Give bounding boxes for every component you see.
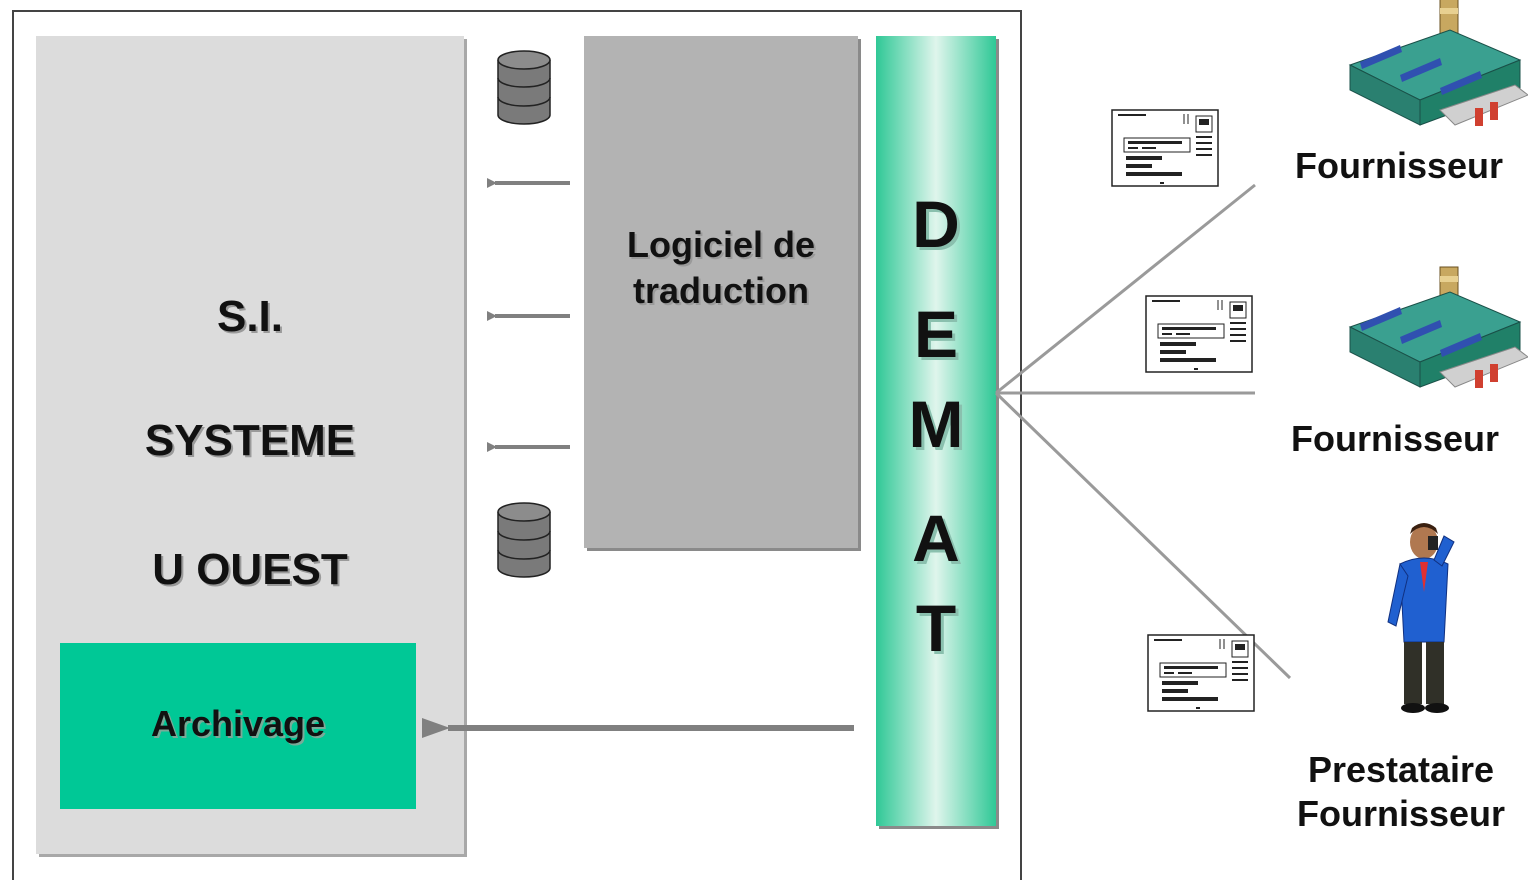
person-on-phone-icon [1387,523,1455,713]
system-subtitle: SYSTEME [144,416,356,465]
translator-label-line1: Logiciel de [626,224,816,265]
invoice-document-icon-2 [1145,295,1253,373]
supplier-label-1: Fournisseur [1294,145,1504,186]
archive-label: Archivage [150,703,326,744]
factory-icon [1348,266,1528,388]
translator-label: Logiciel de traduction [584,222,858,314]
invoice-document-icon-3 [1147,634,1255,712]
demat-letter-m: M [908,387,964,461]
supplier-label-2: Fournisseur [1290,418,1500,459]
translator-panel [584,36,858,548]
database-icon-bottom [497,502,551,578]
demat-letter-a: A [912,501,960,575]
system-name: U OUEST [152,545,348,594]
provider-label-line1: Prestataire [1307,749,1495,790]
connection-lines [994,183,1292,680]
provider-label: Prestataire Fournisseur [1272,748,1528,836]
demat-letter-d: D [912,187,960,261]
invoice-document-icon-1 [1111,109,1219,187]
database-icon-top [497,50,551,125]
connection-line-supplier-1 [995,183,1256,395]
demat-letter-t: T [915,591,957,665]
connection-line-provider [994,391,1292,680]
archive-box [60,643,416,809]
system-title: S.I. [216,292,284,341]
translator-label-line2: traduction [633,270,809,311]
demat-letter-e: E [913,297,959,371]
factory-icon [1348,0,1528,126]
diagram-frame [12,10,1022,880]
provider-label-line2: Fournisseur [1296,793,1506,834]
demat-bar [876,36,996,826]
